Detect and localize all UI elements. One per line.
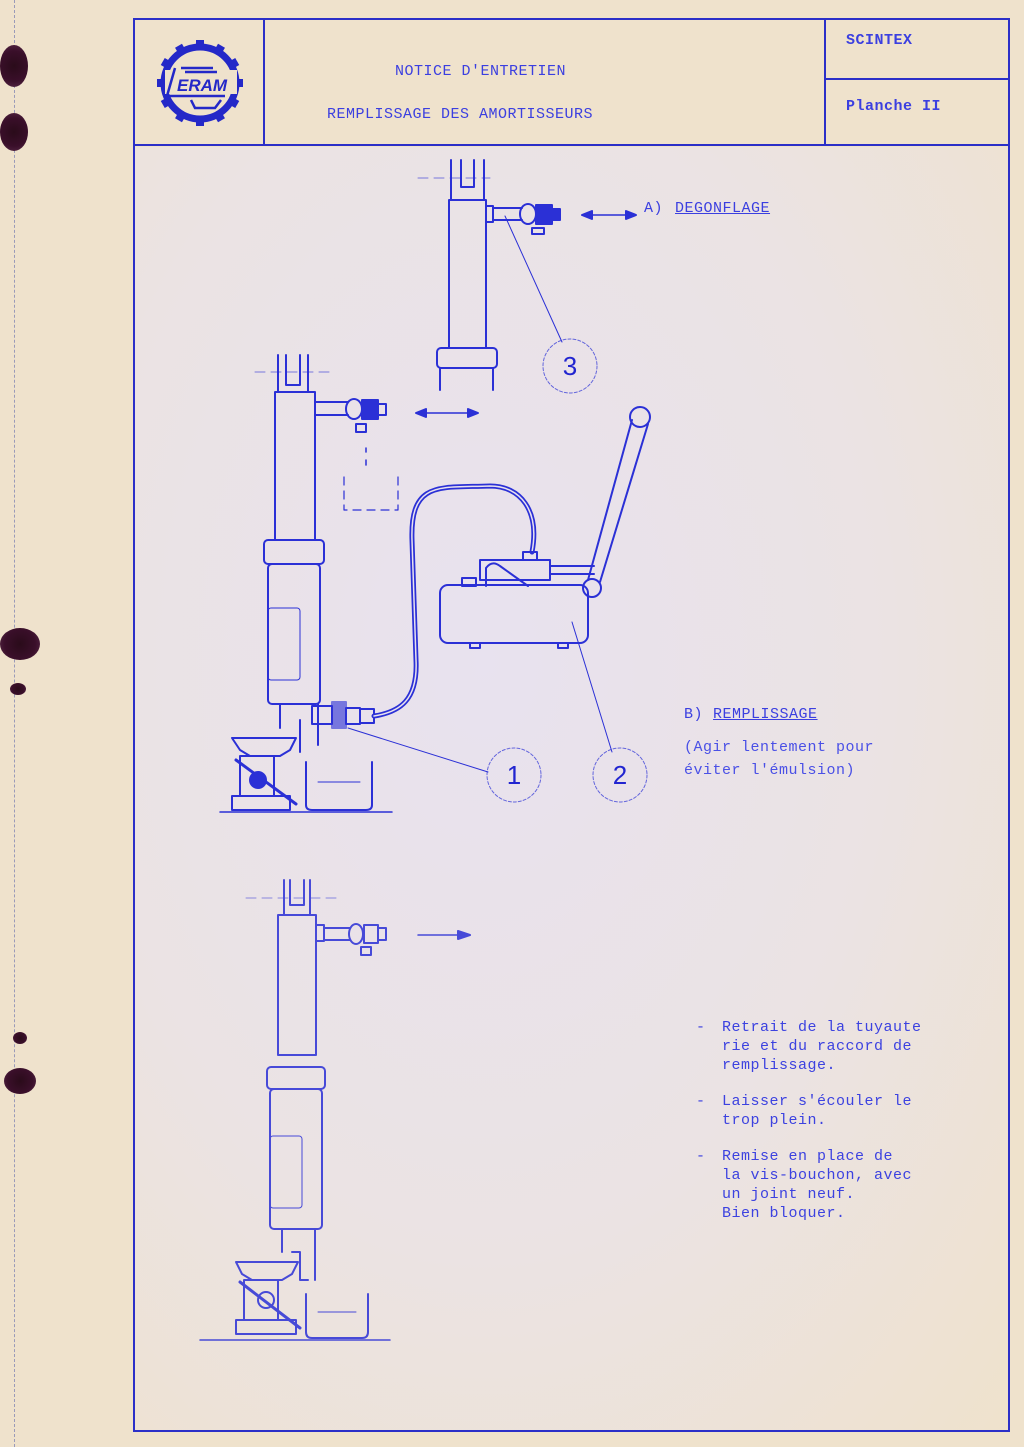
bullet: - — [696, 1093, 706, 1110]
logo-cell: ERAM — [133, 18, 265, 144]
binder-hole — [0, 45, 28, 87]
callout-3: 3 — [562, 351, 578, 381]
list-item: - Retrait de la tuyaute rie et du raccor… — [696, 1018, 996, 1075]
company-cell: SCINTEX — [826, 18, 1010, 80]
drawing-area-background — [135, 147, 1010, 1431]
shock-absorber-figure-c — [199, 879, 471, 1341]
bullet: - — [696, 1148, 706, 1165]
step-a-title: DEGONFLAGE — [675, 200, 771, 217]
binder-hole — [4, 1068, 36, 1094]
svg-text:ERAM: ERAM — [177, 76, 228, 95]
step-text: Remise en place de la vis-bouchon, avec … — [722, 1148, 913, 1222]
binder-hole — [0, 113, 28, 151]
binder-hole — [0, 628, 40, 660]
bullet: - — [696, 1019, 706, 1036]
title-cell: NOTICE D'ENTRETIEN REMPLISSAGE DES AMORT… — [265, 18, 826, 144]
document-title: NOTICE D'ENTRETIEN — [395, 63, 567, 80]
shock-absorber-figure-b — [219, 354, 537, 813]
step-text: Laisser s'écouler le trop plein. — [722, 1093, 913, 1129]
page-frame — [133, 18, 1010, 1432]
step-b-note: (Agir lentement pour éviter l'émulsion) — [684, 739, 875, 779]
step-a-heading: A) DEGONFLAGE — [644, 200, 770, 217]
title-block: ERAM NOTICE D'ENTRETIEN REMPLISSAGE DES … — [133, 18, 1010, 146]
step-b-heading: B) REMPLISSAGE — [684, 706, 818, 723]
list-item: - Laisser s'écouler le trop plein. — [696, 1092, 996, 1130]
gear-logo-icon: ERAM — [157, 40, 243, 126]
reference-cell: SCINTEX Planche II — [826, 18, 1010, 144]
step-b-title: REMPLISSAGE — [713, 706, 818, 723]
callout-1: 1 — [506, 760, 522, 790]
callout-2: 2 — [612, 760, 628, 790]
list-item: - Remise en place de la vis-bouchon, ave… — [696, 1147, 996, 1223]
document-subtitle: REMPLISSAGE DES AMORTISSEURS — [327, 106, 594, 123]
step-a-label: A) — [644, 200, 664, 217]
plate-cell: Planche II — [826, 80, 1010, 144]
binder-hole — [10, 683, 26, 695]
binder-hole — [13, 1032, 27, 1044]
hand-pump — [439, 406, 651, 753]
plate-number: Planche II — [846, 98, 942, 115]
step-b-label: B) — [684, 706, 704, 723]
shock-absorber-figure-a — [417, 159, 637, 391]
final-steps-list: - Retrait de la tuyaute rie et du raccor… — [696, 1018, 996, 1240]
step-text: Retrait de la tuyaute rie et du raccord … — [722, 1019, 922, 1074]
fold-line — [14, 0, 15, 1447]
company-name: SCINTEX — [846, 32, 913, 49]
